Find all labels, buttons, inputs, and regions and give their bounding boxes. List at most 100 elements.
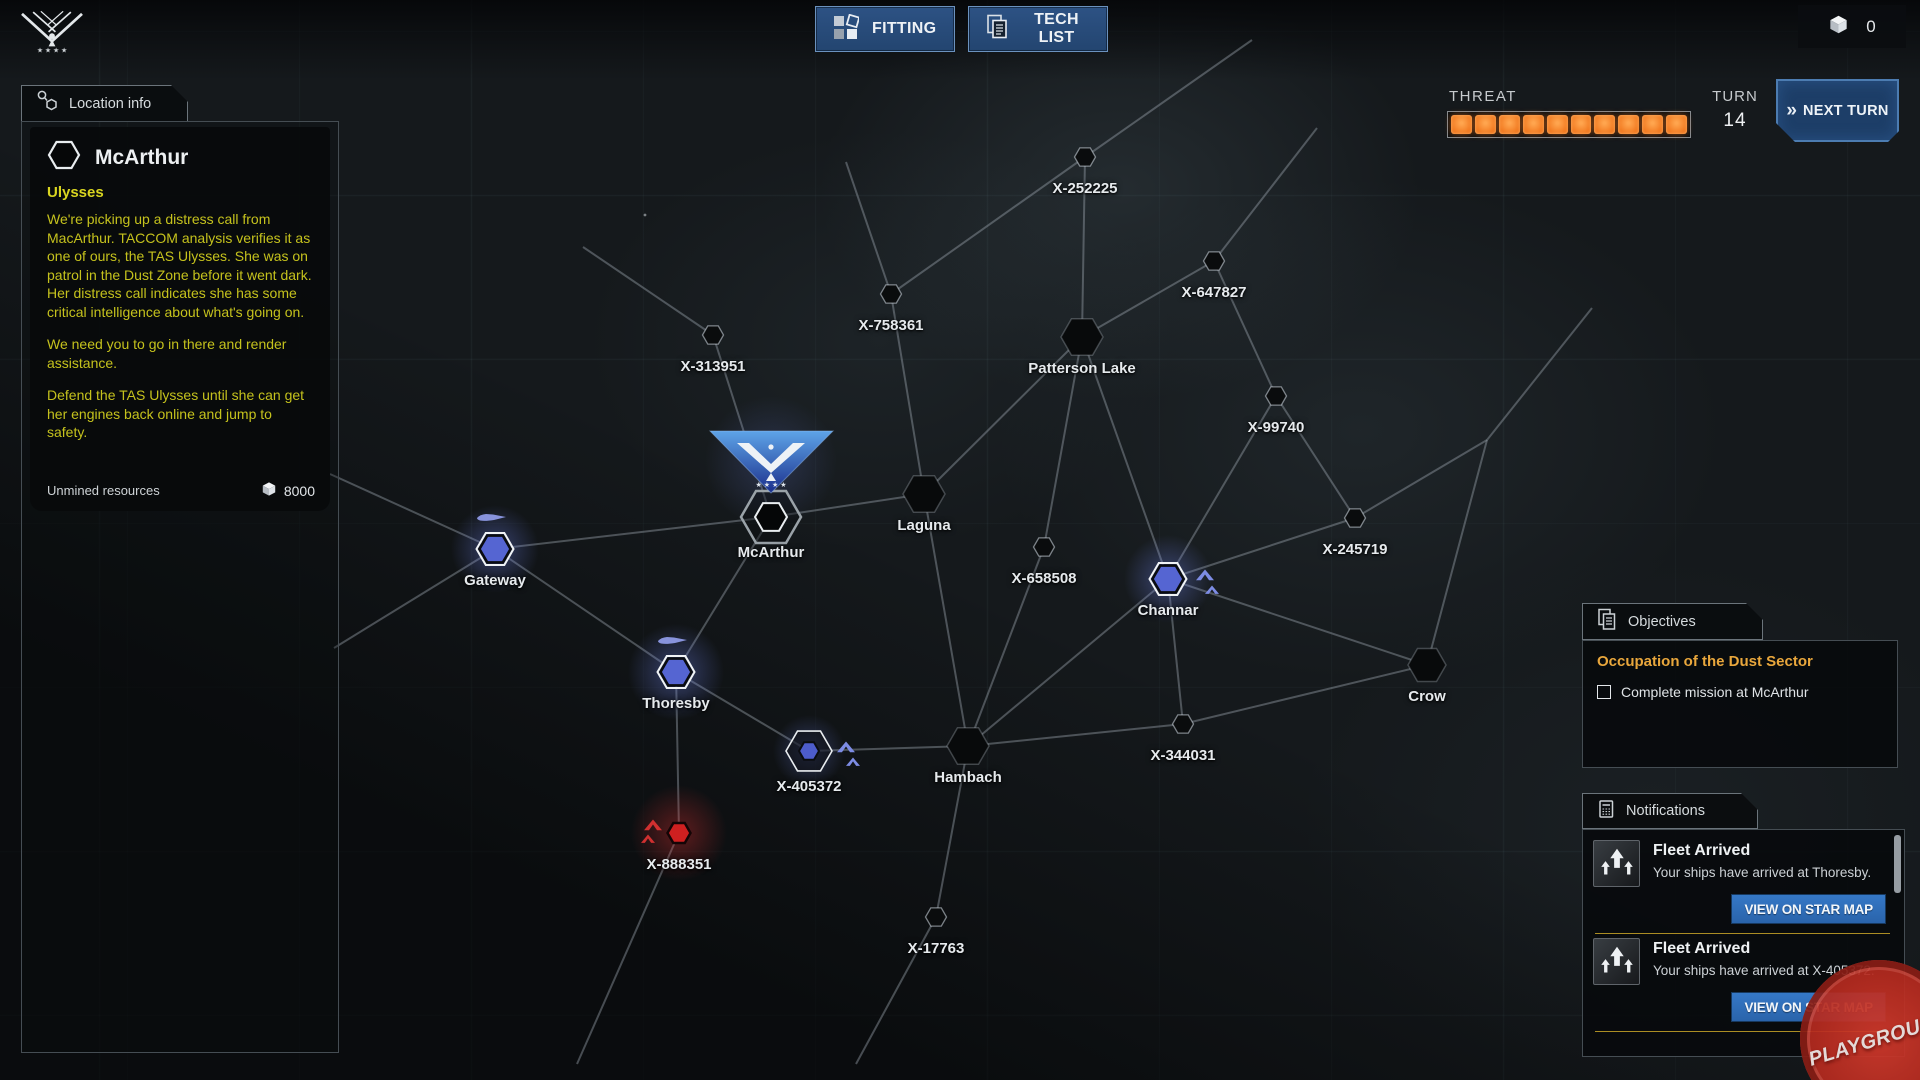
map-route (967, 546, 1045, 747)
map-node-label[interactable]: X-888351 (646, 856, 712, 873)
map-node-channar[interactable] (1148, 562, 1220, 596)
notifications-radio-icon (1597, 798, 1616, 824)
double-chevron-icon: » (1786, 99, 1795, 121)
map-route (923, 493, 969, 747)
map-node-label[interactable]: Crow (1408, 688, 1446, 705)
map-node-label[interactable]: Hambach (934, 769, 1002, 786)
map-node-x405372[interactable] (785, 730, 860, 772)
map-route (494, 516, 772, 550)
threat-segment (1642, 115, 1664, 134)
mission-paragraph: We're picking up a distress call from Ma… (47, 211, 312, 320)
unmined-resources-row: Unmined resources 8000 (47, 481, 315, 500)
structure-chevron-icon (837, 741, 855, 753)
fleet-arrived-icon (1593, 840, 1640, 887)
map-node-x658508[interactable] (1032, 537, 1056, 557)
map-route (1167, 578, 1428, 666)
threat-segment (1666, 115, 1688, 134)
map-node-x245719[interactable] (1343, 508, 1367, 528)
map-node-label[interactable]: X-405372 (776, 778, 842, 795)
tech-list-button[interactable]: TECH LIST (968, 6, 1108, 52)
map-route (935, 745, 969, 918)
tab-objectives[interactable]: Objectives (1582, 603, 1763, 640)
unmined-resources-label: Unmined resources (47, 483, 160, 498)
map-route (1182, 664, 1428, 725)
tech-list-label: TECH LIST (1034, 11, 1079, 46)
mission-paragraph: Defend the TAS Ulysses until she can get… (47, 387, 305, 440)
map-node-x17763[interactable] (924, 907, 948, 927)
notification-title: Fleet Arrived (1653, 940, 1751, 957)
map-node-x888351[interactable] (641, 819, 692, 845)
fitting-icon (833, 13, 861, 45)
location-info-panel: McArthur Ulysses We're picking up a dist… (21, 121, 339, 1053)
map-node-label[interactable]: Patterson Lake (1028, 360, 1136, 377)
global-resources: 0 (1798, 5, 1906, 48)
threat-segment (1522, 115, 1544, 134)
tab-notifications[interactable]: Notifications (1582, 793, 1758, 829)
map-node-x252225[interactable] (1073, 147, 1097, 167)
map-node-label[interactable]: X-658508 (1011, 570, 1077, 587)
tech-list-icon (986, 14, 1010, 45)
task-checkbox[interactable] (1597, 685, 1611, 699)
next-turn-button[interactable]: » NEXT TURN (1776, 79, 1899, 142)
map-node-label[interactable]: Laguna (897, 517, 951, 534)
map-node-label[interactable]: McArthur (737, 544, 805, 561)
threat-meter (1447, 111, 1691, 138)
map-route (923, 336, 1083, 495)
map-node-label[interactable]: Gateway (464, 572, 526, 589)
map-route (1213, 127, 1318, 262)
fleet-ship-icon (658, 637, 687, 644)
map-node-label[interactable]: Thoresby (642, 695, 710, 712)
map-node-gateway[interactable] (475, 514, 515, 566)
map-node-hambach[interactable] (946, 727, 990, 765)
player-fleet-flag[interactable]: ★ ★ ★ ★ (708, 430, 835, 494)
resource-cube-icon (1828, 14, 1849, 40)
notification-description: Your ships have arrived at Thoresby. (1653, 865, 1872, 880)
map-node-mcarthur[interactable] (739, 489, 803, 545)
threat-segment (1451, 115, 1472, 134)
notification-description: Your ships have arrived at X-405372. (1653, 963, 1875, 978)
tab-location-info[interactable]: Location info (21, 85, 188, 122)
objective-task: Complete mission at McArthur (1597, 684, 1883, 700)
unmined-resources-value: 8000 (283, 482, 315, 499)
map-node-label[interactable]: X-647827 (1181, 284, 1247, 301)
map-node-x99740[interactable] (1264, 386, 1288, 406)
mission-name: Ulysses (47, 184, 104, 201)
fitting-button[interactable]: FITTING (815, 6, 955, 52)
map-node-label[interactable]: Channar (1137, 602, 1199, 619)
map-route (1043, 336, 1083, 548)
map-node-label[interactable]: X-17763 (907, 940, 965, 957)
notification-separator (1595, 933, 1890, 934)
threat-label: THREAT (1449, 88, 1517, 105)
map-node-label[interactable]: X-99740 (1247, 419, 1305, 436)
turn-label: TURN (1712, 88, 1758, 105)
map-node-patterson[interactable] (1060, 318, 1104, 356)
fleet-ship-icon (477, 514, 506, 521)
map-node-laguna[interactable] (902, 475, 946, 513)
notifications-scrollbar[interactable] (1894, 835, 1901, 893)
map-route (1084, 39, 1253, 158)
fitting-label: FITTING (872, 20, 937, 37)
view-on-star-map-button[interactable]: VIEW ON STAR MAP (1731, 894, 1886, 924)
map-route (1354, 439, 1488, 519)
map-node-thoresby[interactable] (656, 637, 696, 689)
map-route (582, 246, 714, 336)
map-node-x647827[interactable] (1202, 251, 1226, 271)
map-node-x344031[interactable] (1171, 714, 1195, 734)
structure-chevron-icon (644, 819, 662, 831)
map-node-label[interactable]: X-252225 (1052, 180, 1118, 197)
map-node-x758361[interactable] (879, 284, 903, 304)
map-node-x313951[interactable] (701, 325, 725, 345)
map-node-label[interactable]: X-245719 (1322, 541, 1388, 558)
threat-segment (1618, 115, 1640, 134)
threat-segment (1474, 115, 1496, 134)
next-turn-label: NEXT TURN (1802, 102, 1889, 119)
resource-cube-icon (261, 481, 277, 500)
map-node-label[interactable]: X-758361 (858, 317, 924, 334)
map-node-label[interactable]: X-344031 (1150, 747, 1216, 764)
map-node-label[interactable]: X-313951 (680, 358, 746, 375)
threat-segment (1498, 115, 1520, 134)
location-card: McArthur Ulysses We're picking up a dist… (30, 127, 330, 511)
map-node-crow[interactable] (1407, 647, 1447, 683)
threat-segment (1594, 115, 1616, 134)
